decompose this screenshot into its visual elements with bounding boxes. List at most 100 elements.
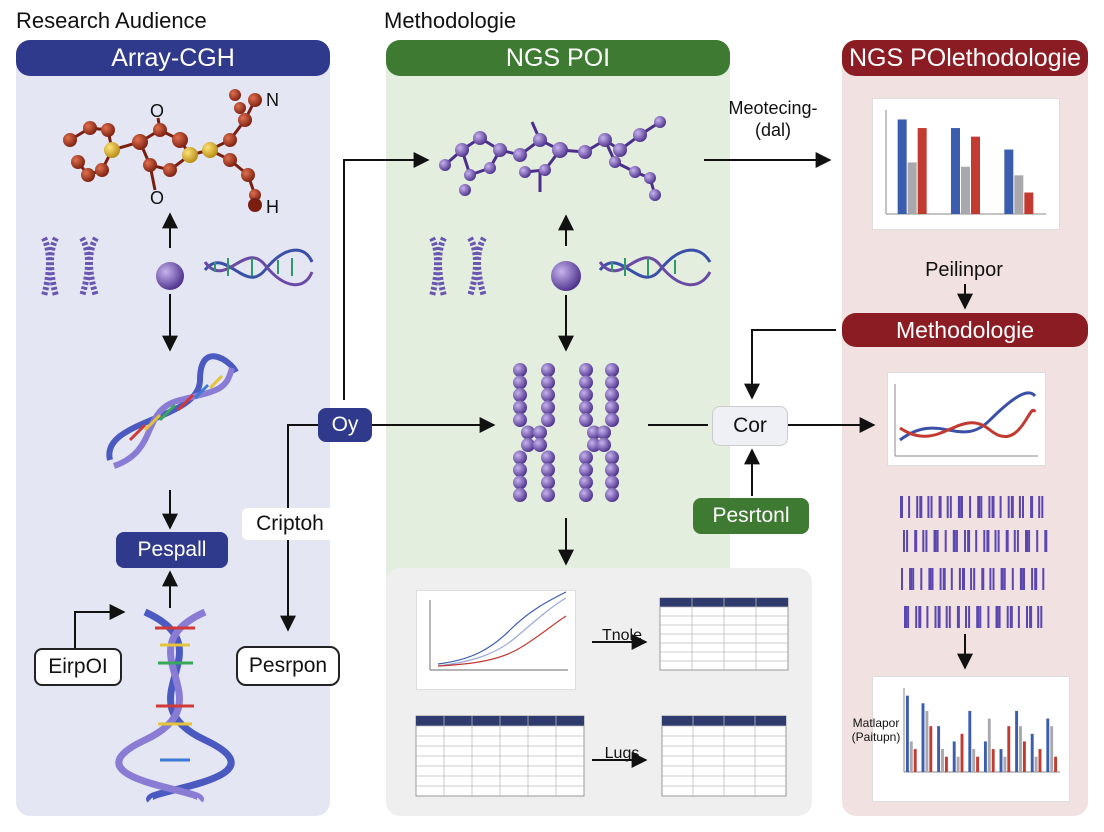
chart-bar [929, 726, 933, 772]
chromosome-bead [605, 363, 619, 377]
barcode-band [981, 568, 985, 590]
chromosome-bead [541, 488, 555, 502]
chart-bar [991, 749, 995, 772]
methodologie-header: Methodologie [842, 313, 1088, 347]
barcode-band [962, 568, 965, 590]
barcode-band [1003, 568, 1006, 590]
chart-bar [961, 166, 970, 214]
barcode-band [1017, 606, 1020, 628]
array-cgh-header: Array-CGH [16, 40, 330, 76]
barcode-band [955, 530, 958, 552]
chart-bar [1054, 756, 1058, 772]
barcode-band [1011, 568, 1014, 590]
chromosome-bead [605, 413, 619, 427]
chart-bar [956, 756, 960, 772]
barcode-band [952, 530, 956, 552]
chart-bar [909, 741, 913, 772]
barcode-band [908, 496, 911, 518]
chromosome-bead [541, 475, 555, 490]
cor-node: Cor [712, 406, 788, 446]
barcode-band [930, 496, 933, 518]
barcode-band [906, 530, 909, 552]
chromosome-bead [513, 363, 527, 377]
barcode-band [958, 568, 961, 590]
pesrtonl-node: Pesrtonl [693, 498, 809, 534]
chromosomes-middle-small-icon [429, 236, 487, 297]
barcode-band [995, 606, 999, 628]
barcode-band [992, 568, 995, 590]
chromosome-bead [579, 413, 593, 427]
chromosome-bead [605, 488, 619, 502]
barcode-band [1007, 496, 1010, 518]
tnole-label: Tnole [601, 627, 643, 644]
chromosome-bead [513, 388, 527, 402]
chromosome-bead [597, 425, 611, 440]
research-audience-label: Research Audience [16, 8, 207, 33]
chart-bar [1004, 149, 1014, 214]
barcode-band [956, 606, 960, 628]
chromosome-bead [605, 400, 619, 415]
barcode-band [949, 496, 952, 518]
pesrpon-node: Pesrpon [236, 646, 340, 686]
chart-bar [999, 749, 1003, 772]
chart-bar [925, 710, 929, 772]
chart-bar [1050, 726, 1054, 772]
barcode-band [1025, 530, 1028, 552]
barcode-band [1006, 606, 1009, 628]
barcode-band [987, 606, 990, 628]
chart-bar [972, 749, 976, 772]
barcode-band [901, 568, 903, 590]
chromosomes-large-icon [513, 363, 619, 502]
barcode-band [994, 530, 997, 552]
chromosome-bead [579, 400, 593, 415]
barcode-band [912, 568, 915, 590]
barcode-band [1018, 496, 1021, 518]
barcode-band [1019, 568, 1023, 590]
lugs-label: Lugs [604, 745, 640, 762]
chromosome-bead [521, 438, 535, 452]
oxygen-bottom-label: O [150, 188, 165, 208]
barcode-band [1023, 568, 1025, 590]
chromosome-bead [541, 463, 555, 477]
chromosome-bead [605, 375, 619, 390]
chromosome-bead [597, 438, 611, 452]
matlapor-label: Matlapor (Paitupn) [851, 716, 901, 745]
barcode-band [999, 496, 1002, 518]
barcode-band [950, 568, 953, 590]
barcode-band [948, 606, 951, 628]
meotecing-label: Meotecing- (dal) [728, 98, 818, 140]
chart-bar [917, 128, 927, 214]
chromosome-bead [541, 400, 555, 415]
barcode-band [1030, 496, 1034, 518]
barcode-band [997, 530, 1000, 552]
nitrogen-label: N [266, 90, 279, 110]
methodologie-top-label: Methodologie [384, 8, 517, 33]
oy-node: Oy [318, 408, 372, 442]
chart-bar [968, 710, 972, 772]
barcode-band [1031, 568, 1034, 590]
ngs-poi-header: NGS POI [386, 40, 730, 76]
chart-bar [941, 749, 944, 772]
chromosome-bead [605, 388, 619, 402]
barcode-band [1028, 530, 1031, 552]
barcode-band [970, 568, 973, 590]
barcode-band [936, 530, 939, 552]
chromosome-bead [541, 450, 555, 465]
chart-bar [944, 756, 948, 772]
barcode-band [1029, 606, 1033, 628]
barcode-band [1005, 530, 1009, 552]
chart-bar [907, 162, 917, 214]
chromosome-bead [587, 425, 601, 440]
barcode-band [1042, 568, 1045, 590]
chromosomes-left-icon [41, 236, 99, 297]
chromosome-bead [579, 463, 593, 477]
barcode-band [991, 496, 995, 518]
criptoh-node: Criptoh [242, 508, 338, 540]
barcode-band [1013, 530, 1016, 552]
barcode-band [973, 568, 976, 590]
barcode-band [1044, 530, 1048, 552]
barcode-band [946, 496, 949, 518]
barcode-band [1036, 530, 1039, 552]
barcode-band [918, 606, 922, 628]
chart-bar [971, 136, 980, 214]
